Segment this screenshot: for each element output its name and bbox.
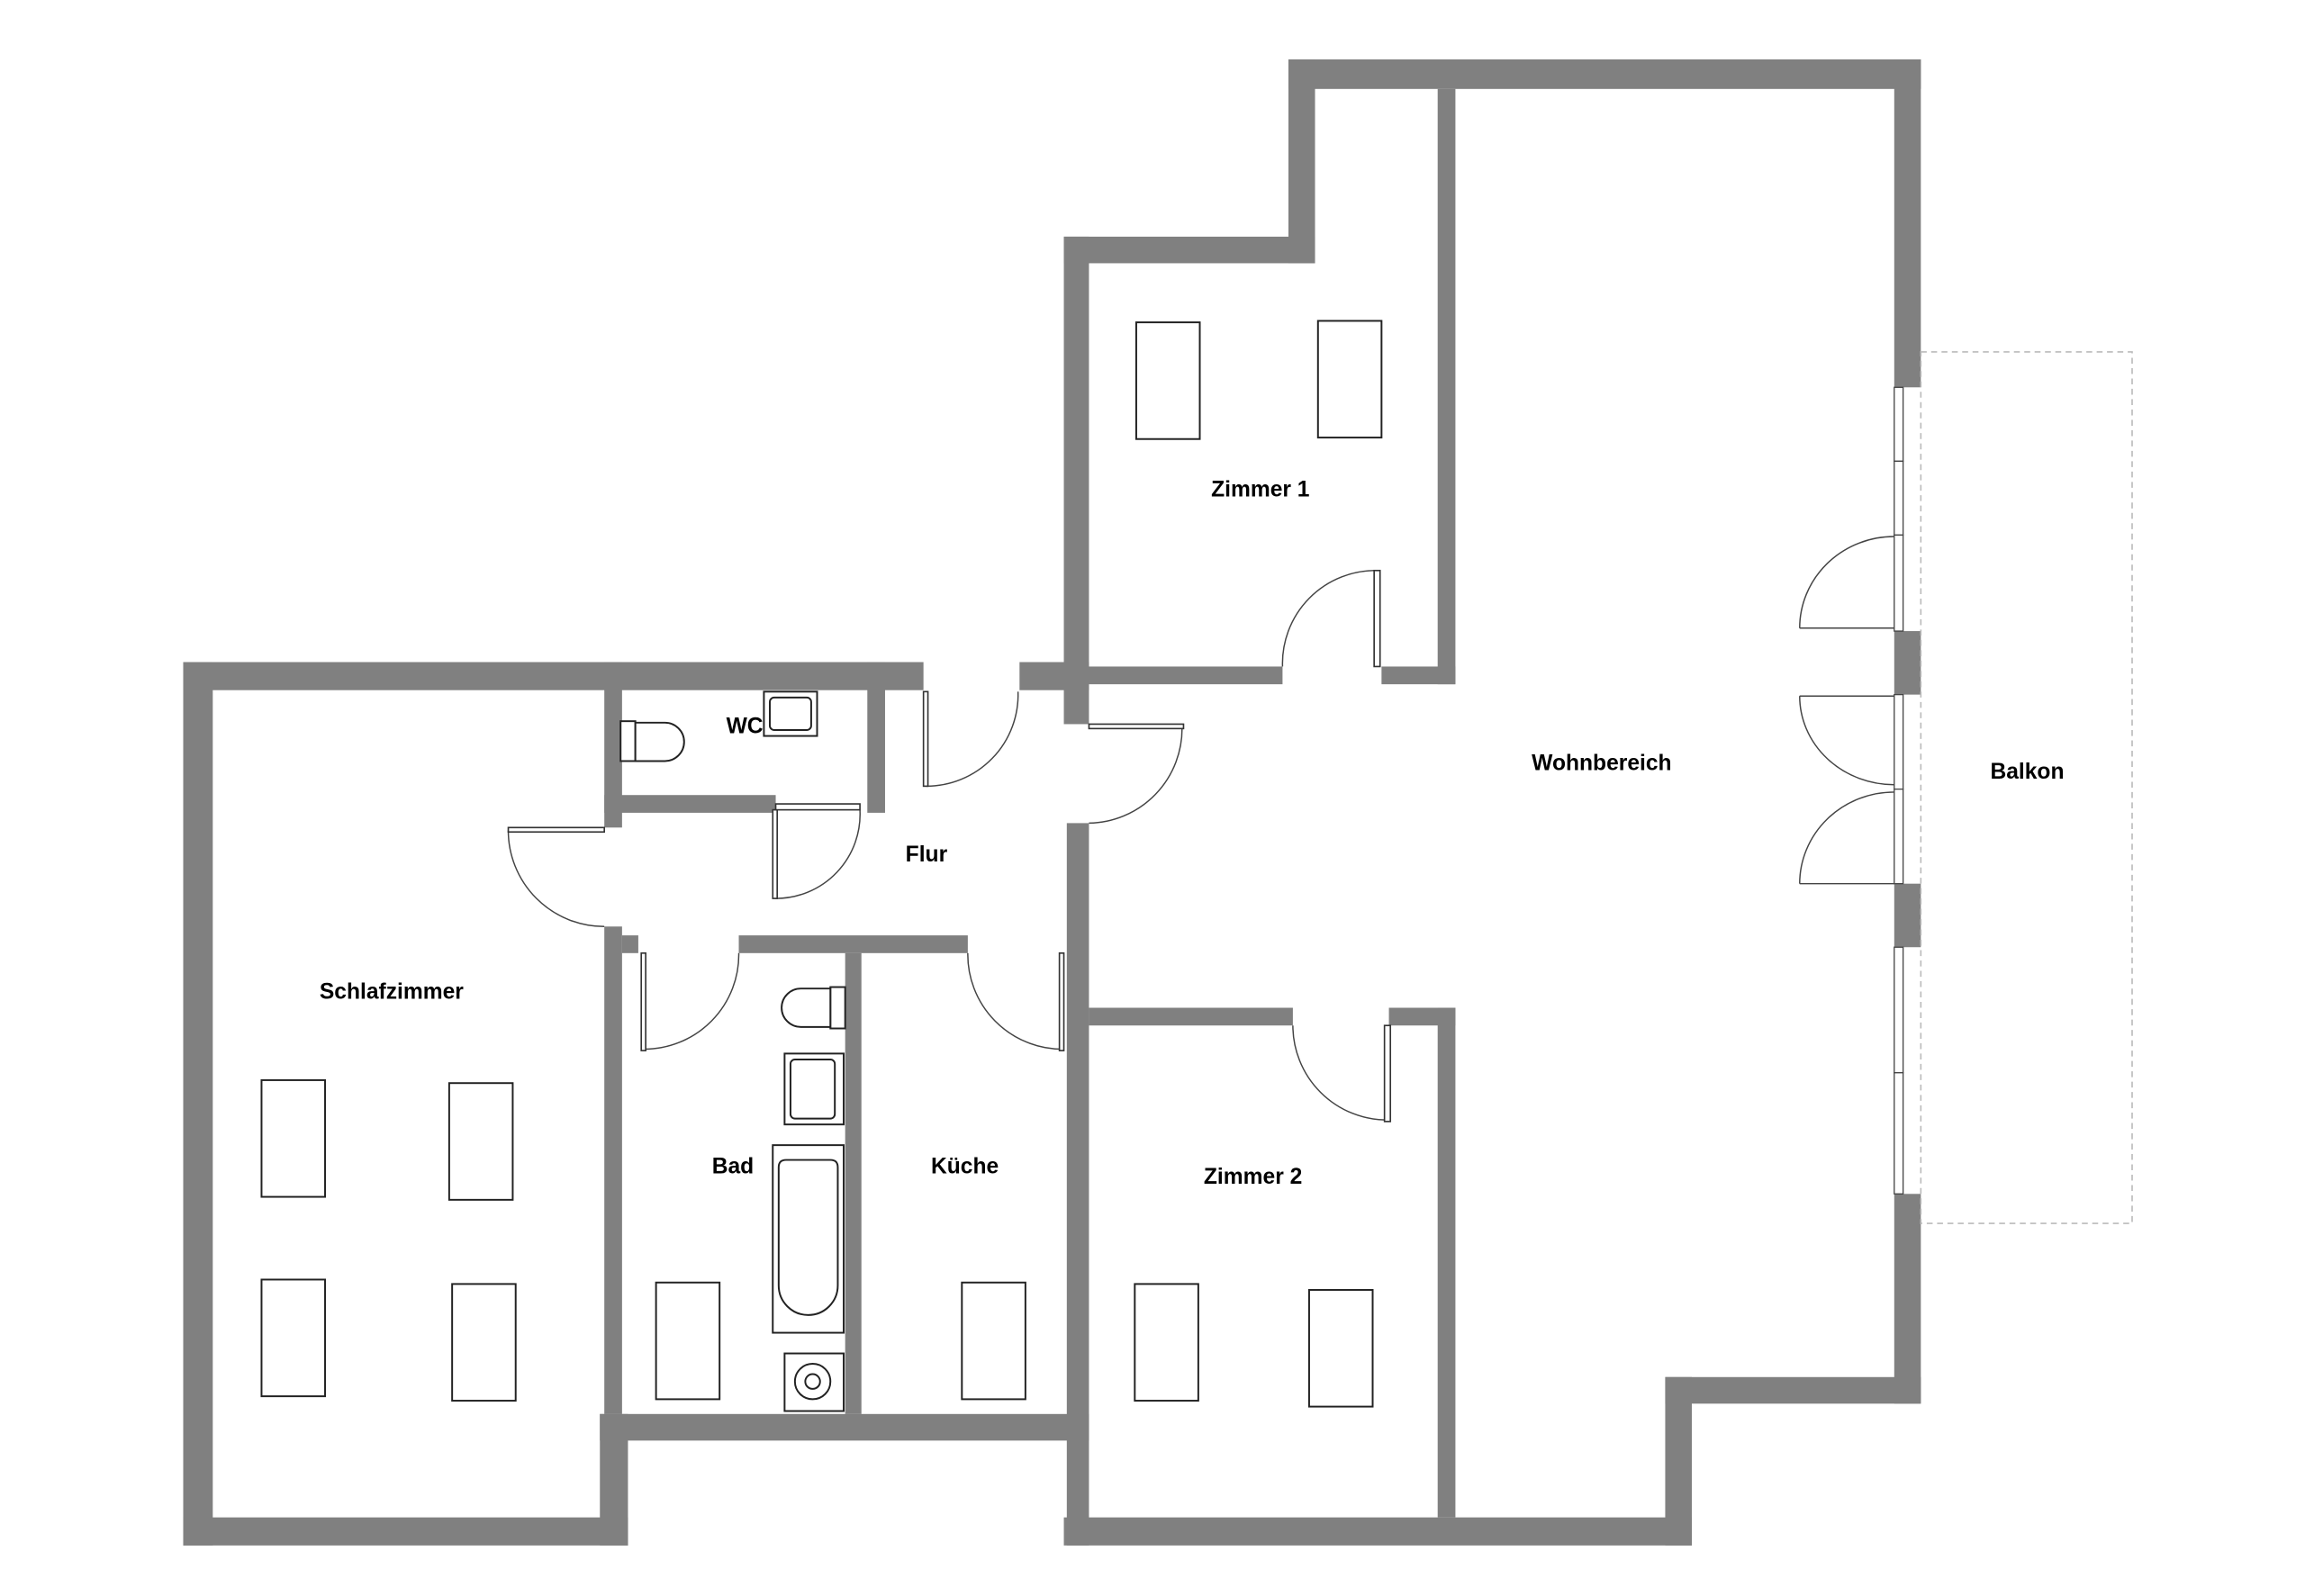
washing-machine-icon: [783, 1352, 845, 1412]
label-balkon: Balkon: [1990, 760, 2064, 784]
label-bad: Bad: [712, 1154, 755, 1178]
walls: [183, 59, 1921, 1546]
label-kueche: Küche: [931, 1154, 999, 1178]
bathtub-icon: [772, 1144, 845, 1334]
label-wohnbereich: Wohnbereich: [1532, 751, 1671, 775]
fixtures: [619, 690, 846, 1412]
sink-icon: [783, 1052, 845, 1126]
label-schlafzimmer: Schlafzimmer: [320, 980, 464, 1005]
windows: [1894, 386, 1904, 1195]
toilet-icon: [619, 720, 685, 762]
label-wc: WC: [727, 714, 764, 738]
label-flur: Flur: [906, 843, 948, 867]
toilet-icon: [781, 986, 846, 1030]
room-labels: Schlafzimmer WC Flur Bad Küche Zimmer 1 …: [320, 478, 2065, 1189]
doors: [507, 536, 1894, 1123]
label-zimmer-1: Zimmer 1: [1211, 478, 1309, 502]
balcony-outline: [1920, 351, 2133, 1224]
furniture: [260, 320, 1383, 1408]
sink-icon: [763, 690, 818, 737]
label-zimmer-2: Zimmer 2: [1204, 1165, 1302, 1189]
